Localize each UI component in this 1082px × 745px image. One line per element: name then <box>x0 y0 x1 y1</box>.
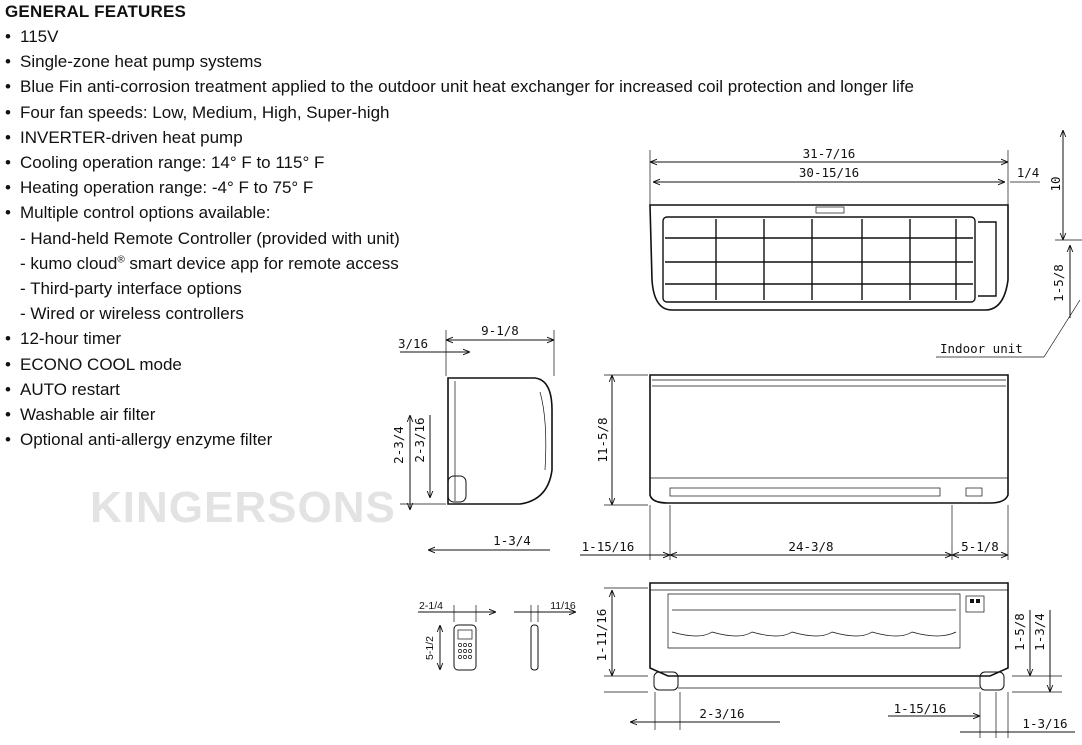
dim-bottom-right-w: 1-3/16 <box>1022 716 1067 731</box>
dim-right-margin: 5-1/8 <box>961 539 999 554</box>
remote-controller <box>453 624 539 671</box>
general-features-section: GENERAL FEATURES 115VSingle-zone heat pu… <box>5 2 1025 453</box>
feature-item: Cooling operation range: 14° F to 115° F <box>5 150 1025 175</box>
dim-grille-width: 30-15/16 <box>799 165 859 180</box>
feature-item: Heating operation range: -4° F to 75° F <box>5 175 1025 200</box>
dim-side-bottom: 1-3/4 <box>493 533 531 548</box>
dim-bottom-right-gap: 1-15/16 <box>894 701 947 716</box>
dim-overall-width: 31-7/16 <box>803 146 856 161</box>
dim-bottom-right-h2: 1-3/4 <box>1032 613 1047 651</box>
dim-bottom-height: 1-11/16 <box>594 609 609 662</box>
feature-item: Optional anti-allergy enzyme filter <box>5 427 1025 452</box>
dim-side-h1: 2-3/4 <box>391 426 406 464</box>
feature-subitem: Wired or wireless controllers <box>5 301 1025 326</box>
dim-side-top: 3/16 <box>398 336 428 351</box>
feature-item: AUTO restart <box>5 377 1025 402</box>
indoor-unit-label: Indoor unit <box>940 341 1023 356</box>
dim-remote-thickness: 11/16 <box>550 600 576 612</box>
dim-right-height: 10 <box>1048 176 1063 191</box>
dim-side-h2: 2-3/16 <box>412 417 427 462</box>
feature-item: Blue Fin anti-corrosion treatment applie… <box>5 74 1025 99</box>
dim-right-lower: 1-5/8 <box>1051 264 1066 302</box>
feature-subitem: Third-party interface options <box>5 276 1025 301</box>
watermark: KINGERSONS <box>90 483 396 532</box>
front-view-body <box>649 374 1009 504</box>
feature-item: Single-zone heat pump systems <box>5 49 1025 74</box>
dim-remote-height: 5-1/2 <box>424 636 436 660</box>
dim-side-depth: 9-1/8 <box>481 323 519 338</box>
feature-item: Washable air filter <box>5 402 1025 427</box>
feature-item: ECONO COOL mode <box>5 352 1025 377</box>
dim-remote-width: 2-1/4 <box>419 600 443 612</box>
dim-left-margin: 1-15/16 <box>582 539 635 554</box>
features-heading: GENERAL FEATURES <box>5 2 187 21</box>
side-view <box>447 377 553 505</box>
bottom-view <box>649 582 1009 691</box>
features-list: 115VSingle-zone heat pump systemsBlue Fi… <box>5 24 1025 453</box>
dim-bottom-right-h1: 1-5/8 <box>1012 613 1027 651</box>
feature-item: 115V <box>5 24 1025 49</box>
feature-item: 12-hour timer <box>5 326 1025 351</box>
feature-item: Multiple control options available: <box>5 200 1025 225</box>
dim-front-height: 11-5/8 <box>595 417 610 462</box>
feature-item: INVERTER-driven heat pump <box>5 125 1025 150</box>
dim-center-span: 24-3/8 <box>788 539 833 554</box>
dim-bottom-left: 2-3/16 <box>699 706 744 721</box>
dim-top-offset: 1/4 <box>1017 165 1040 180</box>
feature-item: Four fan speeds: Low, Medium, High, Supe… <box>5 100 1025 125</box>
feature-subitem: kumo cloud® smart device app for remote … <box>5 251 1025 276</box>
feature-subitem: Hand-held Remote Controller (provided wi… <box>5 226 1025 251</box>
front-view-grille <box>649 204 1009 311</box>
